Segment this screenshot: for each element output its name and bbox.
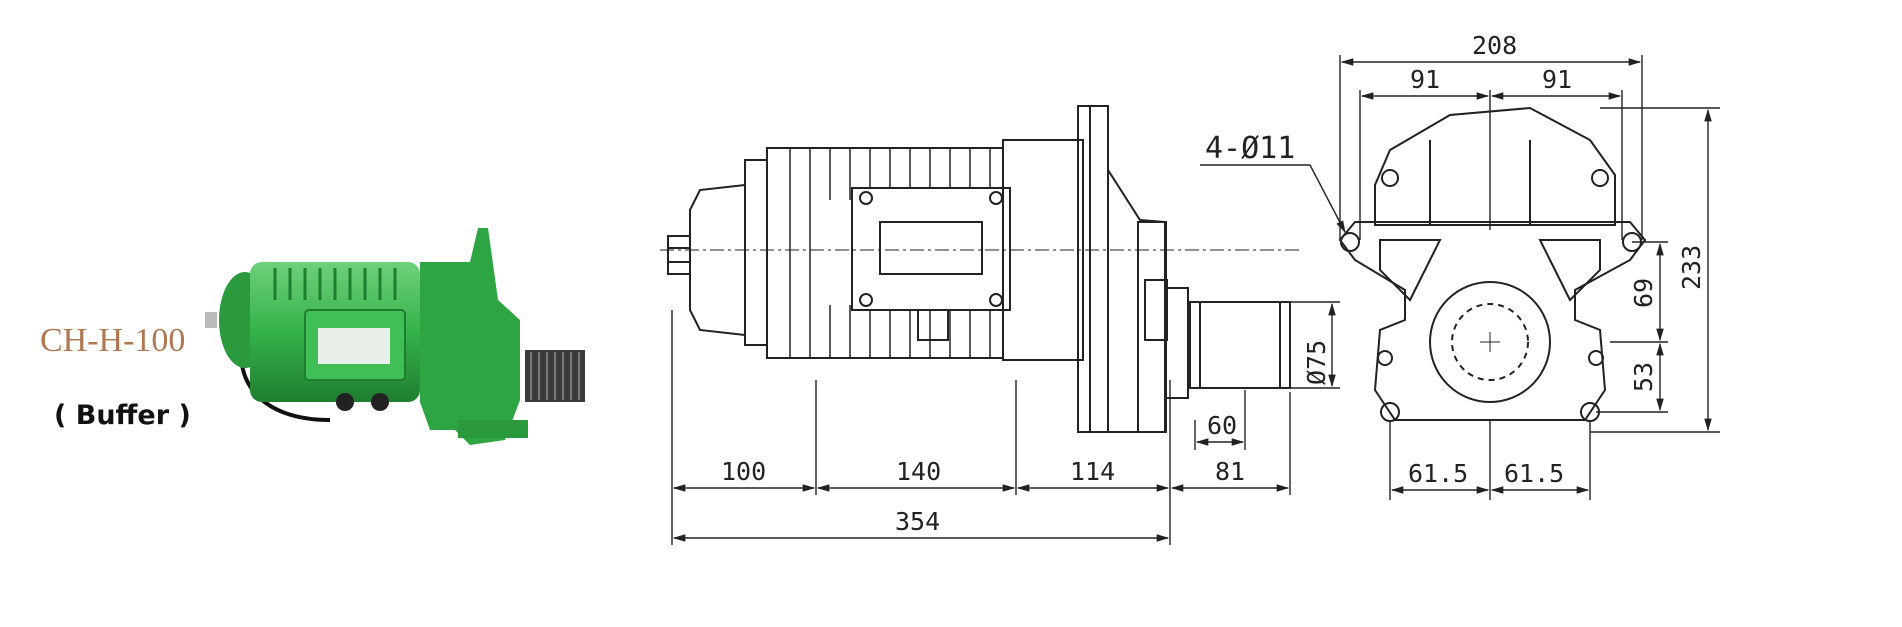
dim-phi75-shaft: Ø75 bbox=[1302, 340, 1331, 385]
dim-53: 53 bbox=[1629, 362, 1658, 392]
dim-91-right: 91 bbox=[1542, 65, 1572, 94]
dim-100: 100 bbox=[721, 457, 766, 486]
dim-60-shaft-length: 60 bbox=[1207, 411, 1237, 440]
dim-61-5-left: 61.5 bbox=[1408, 459, 1468, 488]
dim-69: 69 bbox=[1629, 278, 1658, 308]
dim-114: 114 bbox=[1070, 457, 1115, 486]
dim-140: 140 bbox=[896, 457, 941, 486]
variant-label: ( Buffer ) bbox=[54, 400, 191, 431]
dim-233-height: 233 bbox=[1677, 245, 1706, 290]
front-view-dimension-lines bbox=[1200, 55, 1720, 500]
dim-81: 81 bbox=[1215, 457, 1245, 486]
side-view-outline bbox=[660, 105, 1300, 433]
dim-208-width: 208 bbox=[1472, 31, 1517, 60]
motor-photo bbox=[205, 228, 585, 445]
side-view-dimension-lines bbox=[671, 301, 1340, 545]
dim-holes-4-phi11: 4-Ø11 bbox=[1205, 131, 1295, 166]
dim-61-5-right: 61.5 bbox=[1504, 459, 1564, 488]
dim-354-total: 354 bbox=[895, 507, 940, 536]
front-view-outline bbox=[1338, 106, 1647, 422]
model-label: CH-H-100 bbox=[40, 322, 186, 359]
dim-91-left: 91 bbox=[1410, 65, 1440, 94]
